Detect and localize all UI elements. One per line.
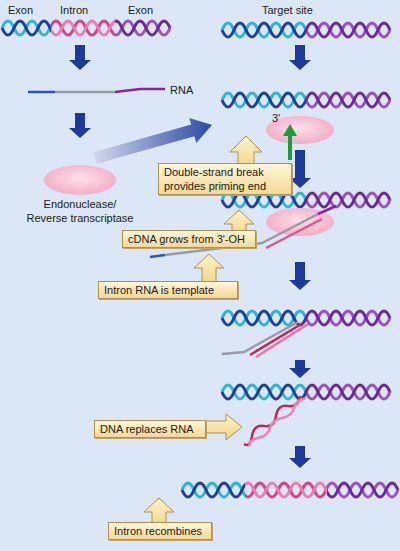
priming-arrow [283, 124, 297, 160]
callout-box: DNA replaces RNA [94, 420, 206, 438]
callout-text: DNA replaces RNA [100, 422, 200, 436]
dna-duplex [244, 396, 306, 446]
dna-helix [222, 385, 390, 399]
step-arrow [69, 45, 91, 70]
callout-box: cDNA grows from 3'-OH [122, 230, 256, 248]
strand-label: RNA [170, 84, 193, 97]
enzyme-blob [44, 165, 116, 195]
region-label: Intron [60, 4, 88, 17]
dna-helix [222, 193, 390, 207]
region-label: Target site [262, 4, 313, 17]
step-arrow [289, 360, 311, 378]
rna-strand [28, 89, 165, 92]
step-arrow [289, 446, 311, 468]
region-label: Exon [128, 4, 153, 17]
region-label: Exon [8, 4, 33, 17]
callout-text: cDNA grows from 3'-OH [128, 232, 250, 246]
transfer-arrow [93, 118, 212, 164]
callout-box: Intron RNA is template [98, 281, 238, 299]
step-arrow [289, 262, 311, 290]
step-arrow [289, 45, 311, 70]
cdna-strand [222, 322, 308, 357]
callout-box: Double-strand break provides priming end [158, 163, 292, 195]
dna-helix [222, 311, 390, 325]
enzyme-node: Endonuclease/ Reverse transcriptase [25, 164, 135, 225]
dna-helix [222, 93, 390, 107]
step-arrow [69, 113, 91, 138]
dna-helix [2, 21, 170, 35]
end-label: 3' [272, 112, 280, 125]
callout-box: Intron recombines [108, 522, 212, 540]
dna-helix [222, 23, 390, 37]
enzyme-shape [25, 164, 135, 196]
callout-text: Intron recombines [114, 524, 206, 538]
dna-helix [182, 483, 398, 497]
callout-text: Double-strand break provides priming end [164, 165, 286, 193]
enzyme-label: Endonuclease/ Reverse transcriptase [25, 197, 135, 225]
callout-text: Intron RNA is template [104, 283, 232, 297]
step-arrow [289, 150, 311, 188]
